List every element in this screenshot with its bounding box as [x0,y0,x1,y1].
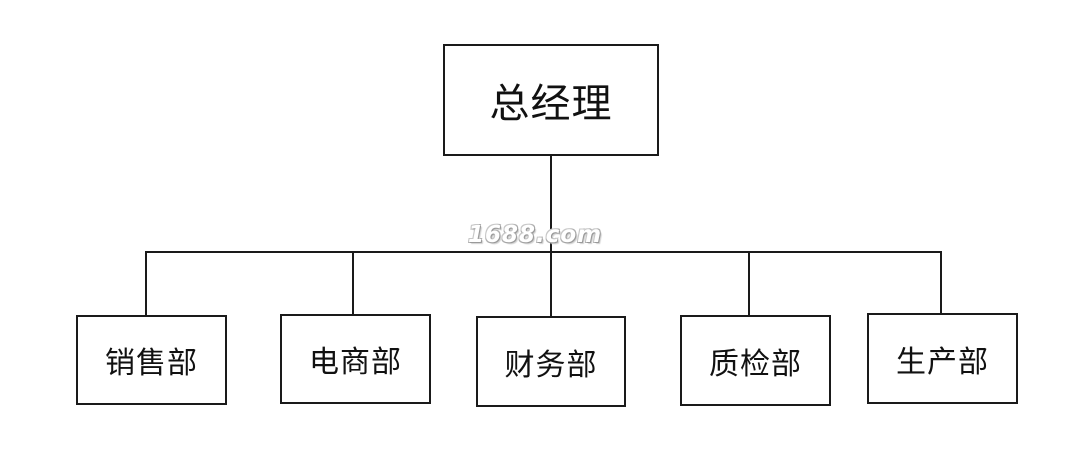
branch-line-ecommerce [352,251,354,316]
node-label: 销售部 [105,346,198,381]
branch-line-sales [145,251,147,316]
branch-line-production [940,251,942,314]
branch-line-finance [550,251,552,318]
node-quality-dept: 质检部 [680,315,831,406]
watermark-text: 1688.com [468,222,603,248]
branch-line-quality [748,251,750,316]
node-label: 质检部 [709,346,802,382]
node-ecommerce-dept: 电商部 [280,314,431,404]
root-connector-line [550,154,552,252]
node-label: 电商部 [309,345,402,380]
node-general-manager: 总经理 [443,44,659,156]
node-label: 生产部 [896,344,989,380]
node-production-dept: 生产部 [867,313,1018,404]
node-label: 财务部 [504,347,598,383]
node-finance-dept: 财务部 [476,316,626,407]
horizontal-bus-line [145,251,942,253]
node-sales-dept: 销售部 [76,315,227,405]
node-label: 总经理 [489,81,613,127]
